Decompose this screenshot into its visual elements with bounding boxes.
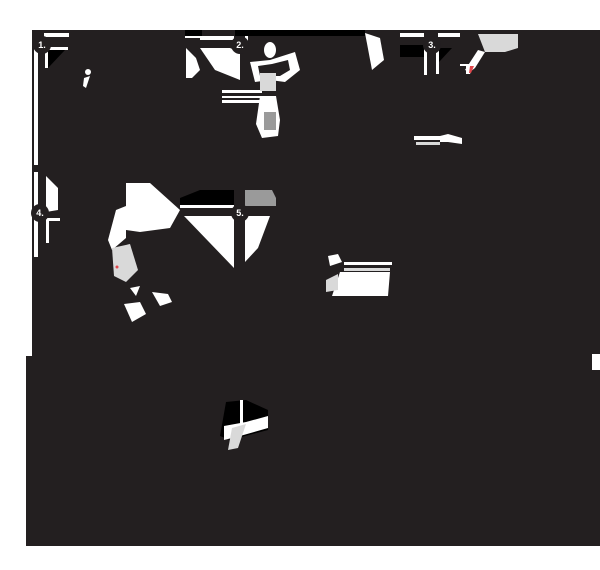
dark-background: [26, 30, 600, 546]
panel-3-frame: [400, 33, 460, 75]
step-3-label: 3.: [423, 36, 441, 54]
step-4-label: 4.: [31, 204, 49, 222]
edge-notch: [592, 354, 600, 370]
panel-2-frame: [200, 30, 384, 103]
panel-4-frame: [34, 172, 180, 257]
record-groove-icon: [326, 254, 392, 296]
tonearm-icon: [414, 134, 462, 145]
stylus-tip-icon: [83, 69, 91, 88]
cartridge-assembly-icon: [250, 42, 300, 138]
stylus-detail-icon: [108, 206, 172, 322]
cartridge-body-icon: [220, 400, 268, 450]
panel-1-frame: [34, 30, 202, 165]
step-5-label: 5.: [231, 204, 249, 222]
cartridge-headshell-icon: [460, 34, 518, 74]
step-2-label: 2.: [231, 36, 249, 54]
step-1-label: 1.: [33, 36, 51, 54]
panel-5-frame: [180, 190, 276, 268]
